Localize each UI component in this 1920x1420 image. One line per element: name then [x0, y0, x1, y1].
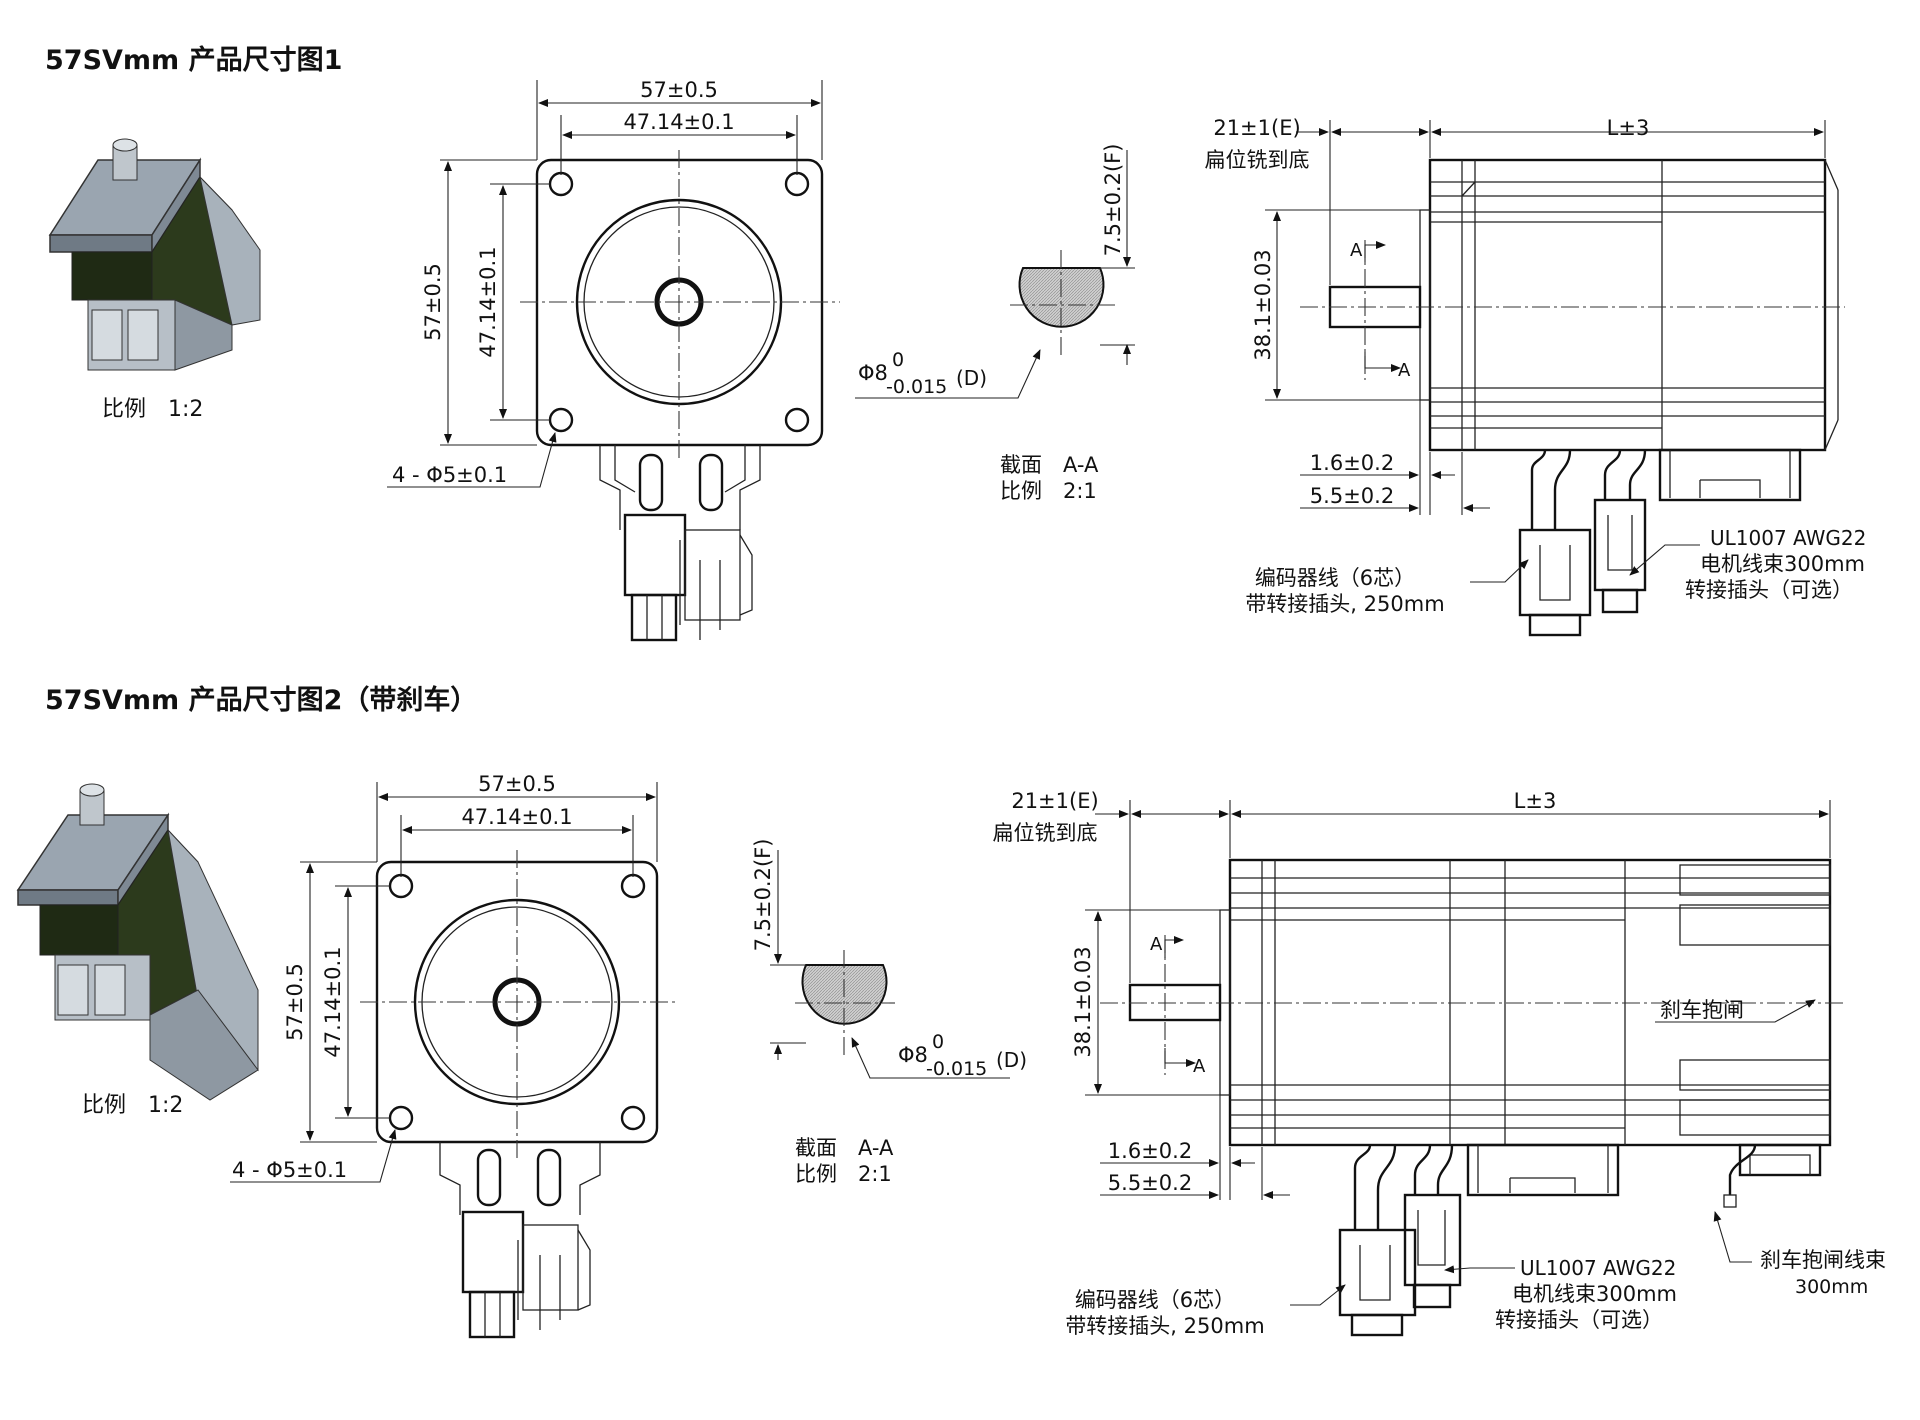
figure1-motor-line1: UL1007 AWG22 — [1710, 526, 1866, 550]
figure2-tol-lower: -0.015 — [926, 1058, 987, 1080]
figure2-brake-line2: 300mm — [1795, 1276, 1868, 1298]
figure1-flat-dim: 7.5±0.2(F) — [1101, 144, 1125, 257]
figure1-iso-scale: 比例 1:2 — [102, 397, 203, 422]
figure2-section-scale: 比例 2:1 — [795, 1162, 892, 1186]
figure2-motor-line2: 电机线束300mm — [1512, 1282, 1677, 1306]
figure2-flat-len-dim: 21±1(E) — [1011, 789, 1098, 813]
figure2-encoder-line2: 带转接插头, 250mm — [1065, 1314, 1264, 1338]
figure2-motor-line1: UL1007 AWG22 — [1520, 1256, 1676, 1280]
figure2-tol-upper: 0 — [932, 1031, 944, 1053]
figure2-motor-line3: 转接插头（可选） — [1495, 1308, 1663, 1332]
figure1-flat-note: 扁位铣到底 — [1205, 148, 1310, 172]
figure2-title: 57SVmm 产品尺寸图2（带刹车） — [45, 685, 478, 716]
figure2-section-view — [795, 950, 895, 1055]
figure2-holes-dim: 4 - Φ5±0.1 — [232, 1158, 347, 1182]
figure2-width-dim: 57±0.5 — [478, 772, 556, 796]
figure1-pitch-v-dim: 47.14±0.1 — [476, 246, 500, 357]
figure2-iso-motor — [16, 783, 259, 1101]
figure1-length-dim: L±3 — [1607, 116, 1650, 140]
figure1-tol-tag: (D) — [956, 366, 987, 390]
figure2-length-dim: L±3 — [1514, 789, 1557, 813]
figure2-flat-dim: 7.5±0.2(F) — [751, 839, 775, 952]
figure1-pitch-dim: 47.14±0.1 — [623, 110, 734, 134]
figure1-title: 57SVmm 产品尺寸图1 — [45, 45, 343, 76]
figure2-section-label: 截面 A-A — [795, 1136, 894, 1160]
figure2-pitch-dim: 47.14±0.1 — [461, 805, 572, 829]
figure2-cut-mark-top: A — [1150, 934, 1163, 955]
figure2-flange-b-dim: 5.5±0.2 — [1108, 1171, 1192, 1195]
figure1-shaft-dia: Φ8 — [858, 361, 888, 385]
figure1-section-view — [1010, 250, 1115, 355]
figure1-width-dim: 57±0.5 — [640, 78, 718, 102]
figure1-section-label: 截面 A-A — [1000, 453, 1099, 477]
figure1-holes-dim: 4 - Φ5±0.1 — [392, 463, 507, 487]
figure1-flange-a-dim: 1.6±0.2 — [1310, 451, 1394, 475]
figure1-pilot-dim: 38.1±0.03 — [1251, 249, 1275, 360]
figure2-height-dim: 57±0.5 — [283, 963, 307, 1041]
figure2-pitch-v-dim: 47.14±0.1 — [321, 946, 345, 1057]
figure1-side-view — [1300, 158, 1845, 637]
figure2-iso-scale: 比例 1:2 — [82, 1093, 183, 1118]
figure1-height-dim: 57±0.5 — [421, 263, 445, 341]
figure1-tol-upper: 0 — [892, 349, 904, 371]
figure1-motor-line3: 转接插头（可选） — [1685, 578, 1853, 602]
figure2-cut-mark-bottom: A — [1193, 1056, 1206, 1077]
figure1-motor-line2: 电机线束300mm — [1700, 552, 1865, 576]
figure2-brake-line1: 刹车抱闸线束 — [1760, 1248, 1886, 1272]
figure2-brake-label: 刹车抱闸 — [1660, 998, 1744, 1022]
figure1-flange-b-dim: 5.5±0.2 — [1310, 484, 1394, 508]
figure1-tol-lower: -0.015 — [886, 376, 947, 398]
figure2-flange-a-dim: 1.6±0.2 — [1108, 1139, 1192, 1163]
figure1-flat-len-dim: 21±1(E) — [1213, 116, 1300, 140]
figure1-front-view — [520, 150, 840, 642]
figure1-encoder-line1: 编码器线（6芯） — [1255, 566, 1415, 590]
figure1-section-scale: 比例 2:1 — [1000, 479, 1097, 503]
figure2-encoder-line1: 编码器线（6芯） — [1075, 1288, 1235, 1312]
figure2-tol-tag: (D) — [996, 1048, 1027, 1072]
figure2-pilot-dim: 38.1±0.03 — [1071, 946, 1095, 1057]
figure1-cut-mark-top: A — [1350, 240, 1363, 261]
figure1-encoder-line2: 带转接插头, 250mm — [1245, 592, 1444, 616]
figure2-flat-note: 扁位铣到底 — [993, 821, 1098, 845]
figure2-shaft-dia: Φ8 — [898, 1043, 928, 1067]
figure1-iso-motor — [48, 138, 261, 371]
figure2-front-view — [360, 850, 675, 1339]
figure1-cut-mark-bottom: A — [1398, 360, 1411, 381]
figure2-side-view — [1100, 858, 1845, 1337]
